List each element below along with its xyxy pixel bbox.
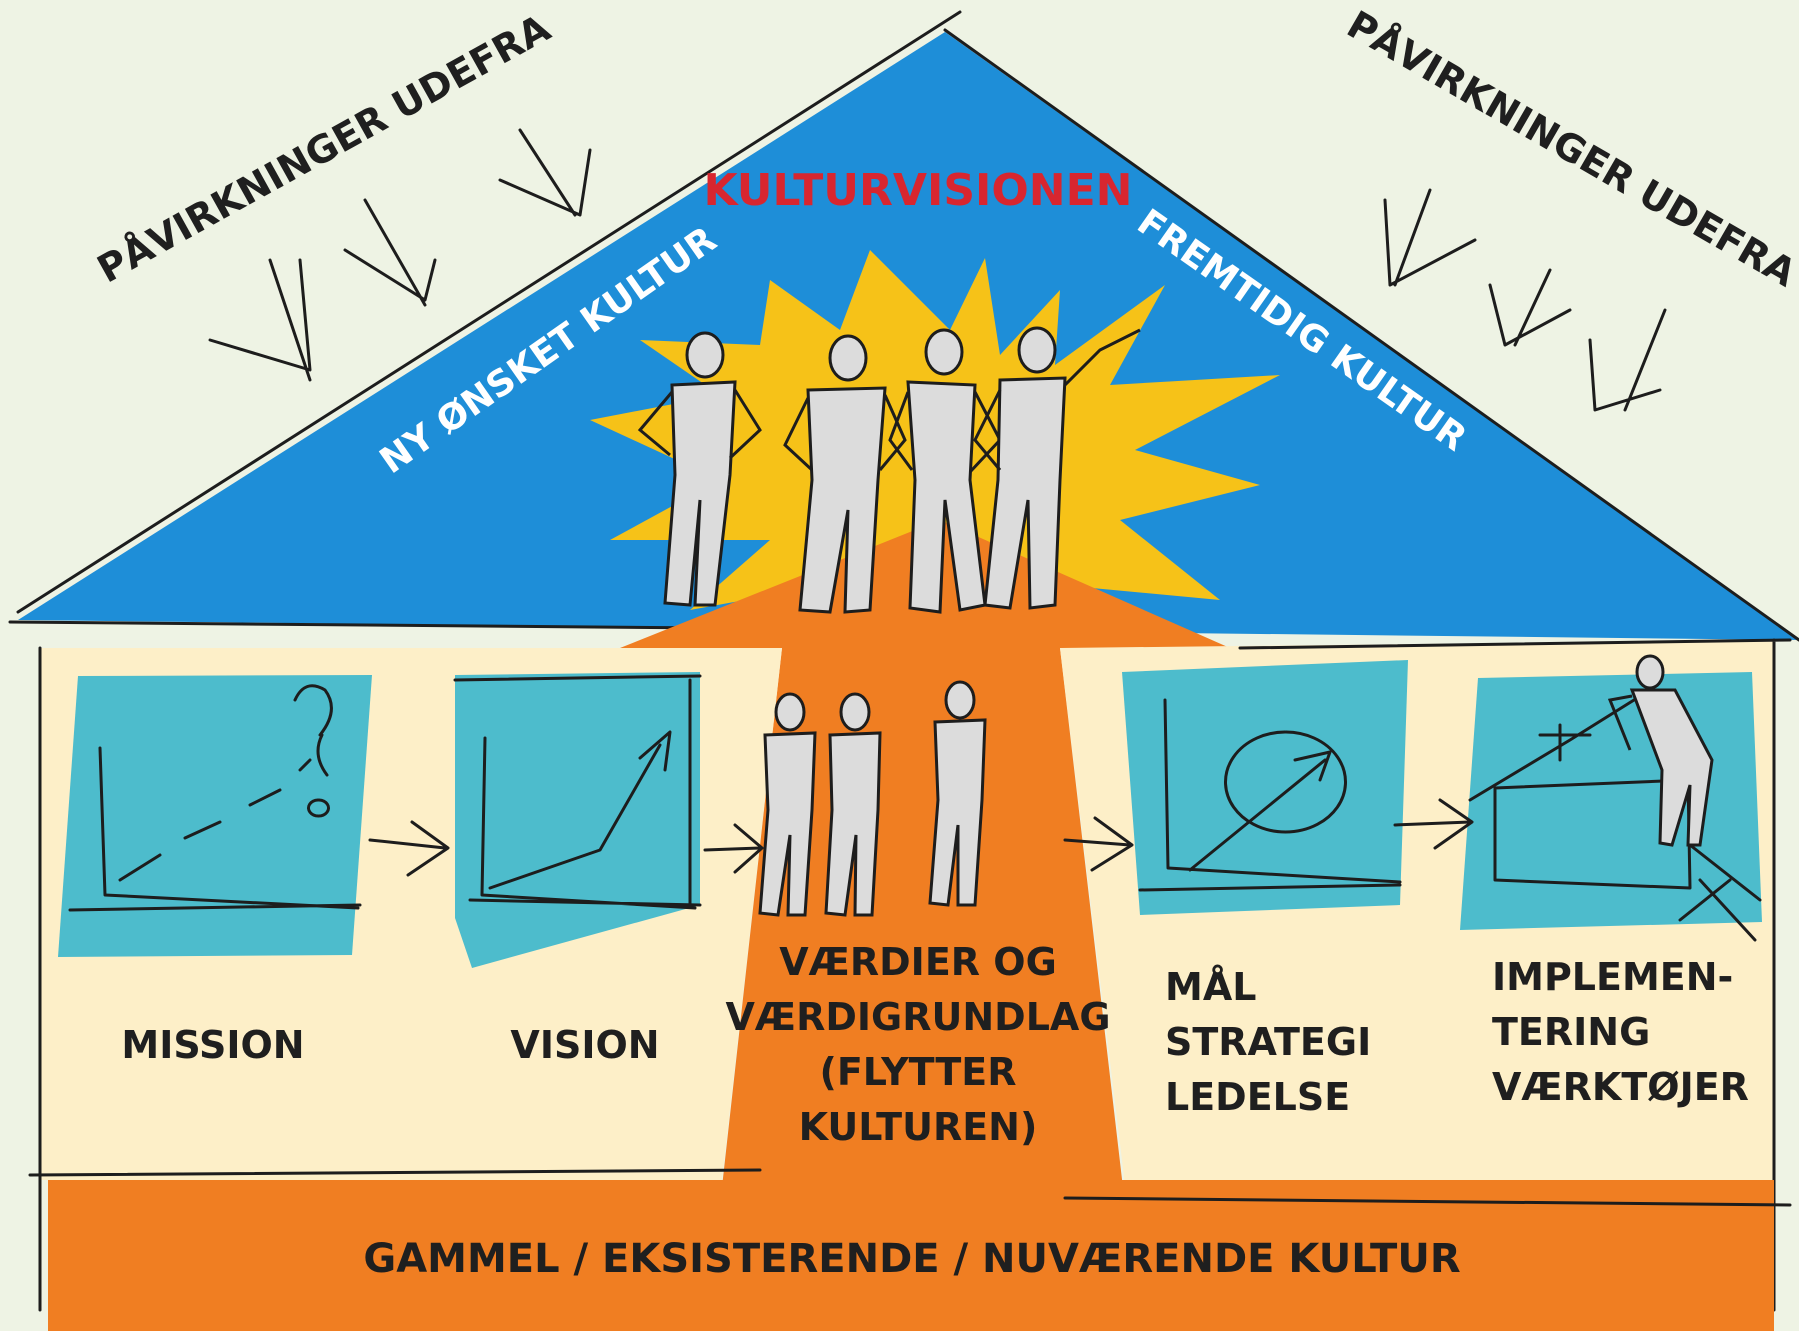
influence-arrows-left [208,128,592,382]
roof-figures [637,326,1141,614]
column-figure-3 [928,680,987,907]
values-column [620,520,1230,1205]
implementation-line-3: VÆRKTØJER [1492,1065,1749,1109]
roof-title: KULTURVISIONEN [703,165,1132,216]
implementation-line-1: IMPLEMEN- [1492,955,1733,999]
column-figures [758,680,987,917]
roof-figure-4 [973,326,1141,610]
vision-panel [455,672,700,968]
arrow-vision-values [703,823,764,874]
implementation-line-2: TERING [1492,1010,1650,1054]
mission-panel [58,675,372,957]
arrow-mission-vision [368,820,450,877]
foundation-top-lines [28,1168,1792,1207]
ladder-figure [1607,654,1714,847]
values-line-3: (FLYTTER [819,1050,1016,1094]
values-label: VÆRDIER OG VÆRDIGRUNDLAG (FLYTTER KULTUR… [725,940,1110,1149]
roof-figure-1 [637,331,762,607]
goals-chart-sketch [1138,698,1402,892]
foundation-band [48,1180,1774,1331]
values-line-2: VÆRDIGRUNDLAG [725,995,1110,1039]
values-line-1: VÆRDIER OG [779,940,1057,984]
goals-line-1: MÅL [1165,965,1256,1009]
influence-label-left: PÅVIRKNINGER UDEFRA [90,6,558,292]
roof-figure-2 [783,334,907,614]
goals-line-2: STRATEGI [1165,1020,1371,1064]
mission-label: MISSION [121,1023,304,1067]
implementation-sketch [1468,688,1762,942]
roof-figure-3 [888,328,1002,614]
vision-chart-sketch [453,674,702,910]
vision-label: VISION [510,1023,659,1067]
arrow-goals-implementation [1393,798,1474,850]
goals-label: MÅL STRATEGI LEDELSE [1165,965,1371,1119]
column-figure-1 [758,692,817,917]
goals-line-3: LEDELSE [1165,1075,1350,1119]
goals-panel [1122,660,1408,915]
foundation-label: GAMMEL / EKSISTERENDE / NUVÆRENDE KULTUR [363,1236,1460,1282]
column-figure-2 [824,692,882,917]
implementation-label: IMPLEMEN- TERING VÆRKTØJER [1492,955,1749,1109]
influence-arrows-right [1383,188,1667,412]
arrow-values-goals [1063,816,1134,872]
values-line-4: KULTUREN) [799,1105,1038,1149]
mission-chart-sketch [68,684,362,912]
